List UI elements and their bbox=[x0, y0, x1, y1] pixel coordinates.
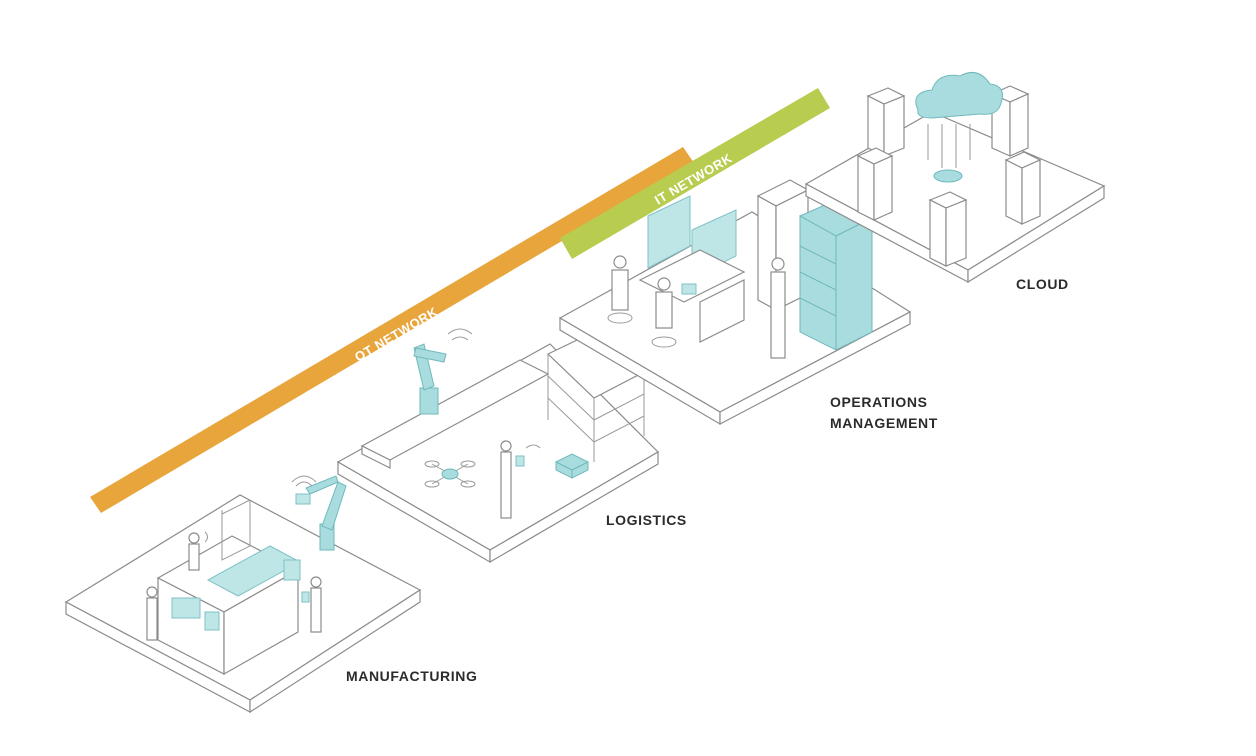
manufacturing-robot-arm bbox=[291, 475, 347, 551]
logistics-platform bbox=[336, 328, 659, 564]
worker-figure bbox=[146, 586, 158, 641]
ot-network-bar bbox=[90, 147, 694, 513]
cloud-hub-icon bbox=[933, 169, 963, 183]
cloud-icon bbox=[915, 71, 1003, 183]
zone-label-cloud: CLOUD bbox=[1016, 276, 1069, 292]
server-tower bbox=[866, 87, 906, 157]
server-tower bbox=[856, 147, 894, 221]
zone-label-operations-management: OPERATIONS MANAGEMENT bbox=[830, 392, 938, 434]
server-tower bbox=[1004, 151, 1042, 225]
manufacturing-platform bbox=[64, 475, 422, 714]
worker-figure bbox=[188, 531, 208, 571]
tablet-icon bbox=[301, 591, 310, 603]
drone-icon bbox=[424, 460, 476, 488]
it-network-bar bbox=[560, 88, 830, 259]
logistics-wifi-icon bbox=[447, 328, 473, 341]
control-panel-screen bbox=[171, 597, 201, 619]
server-tower bbox=[928, 191, 968, 267]
operations-platform bbox=[558, 179, 912, 426]
worker-figure bbox=[500, 440, 541, 519]
zone-label-operations-line2: MANAGEMENT bbox=[830, 415, 938, 431]
zone-label-operations-line1: OPERATIONS bbox=[830, 394, 928, 410]
manufacturing-base-right bbox=[249, 588, 421, 714]
worker-figure bbox=[301, 576, 322, 633]
monitor-screen bbox=[647, 195, 691, 269]
worker-figure bbox=[770, 257, 786, 359]
agv-robot-icon bbox=[554, 453, 590, 479]
zone-label-logistics: LOGISTICS bbox=[606, 512, 687, 528]
operations-base-right bbox=[719, 311, 911, 425]
zone-label-manufacturing: MANUFACTURING bbox=[346, 668, 478, 684]
production-line bbox=[156, 499, 302, 676]
control-desk bbox=[638, 195, 746, 343]
logistics-robot-arm bbox=[413, 328, 473, 415]
logistics-base-right bbox=[489, 450, 659, 564]
cloud-base-right bbox=[967, 184, 1105, 284]
cloud-platform bbox=[804, 71, 1106, 284]
operator-figure bbox=[607, 255, 633, 324]
tablet-icon bbox=[515, 455, 525, 467]
operator-figure bbox=[651, 277, 677, 348]
manufacturing-wifi-icon bbox=[291, 475, 317, 487]
laptop-icon bbox=[681, 283, 697, 295]
